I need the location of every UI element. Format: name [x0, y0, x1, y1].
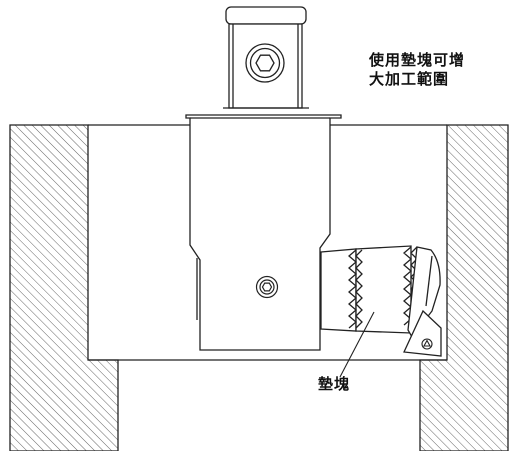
tool-shank	[223, 6, 309, 109]
workpiece-left-wall	[9, 124, 119, 451]
annotation-text: 使用墊塊可增 大加工範圍	[369, 51, 465, 89]
pad-leader-line	[339, 311, 375, 378]
insert-screw-icon	[421, 338, 433, 350]
pad-block	[320, 245, 418, 334]
hex-screw-icon	[255, 275, 279, 299]
annotation-line-2: 大加工範圍	[369, 70, 450, 88]
annotation-line-1: 使用墊塊可增	[369, 51, 466, 69]
socket-screw-icon	[245, 43, 285, 83]
tool-body	[185, 114, 342, 351]
pad-label: 墊塊	[318, 375, 351, 393]
